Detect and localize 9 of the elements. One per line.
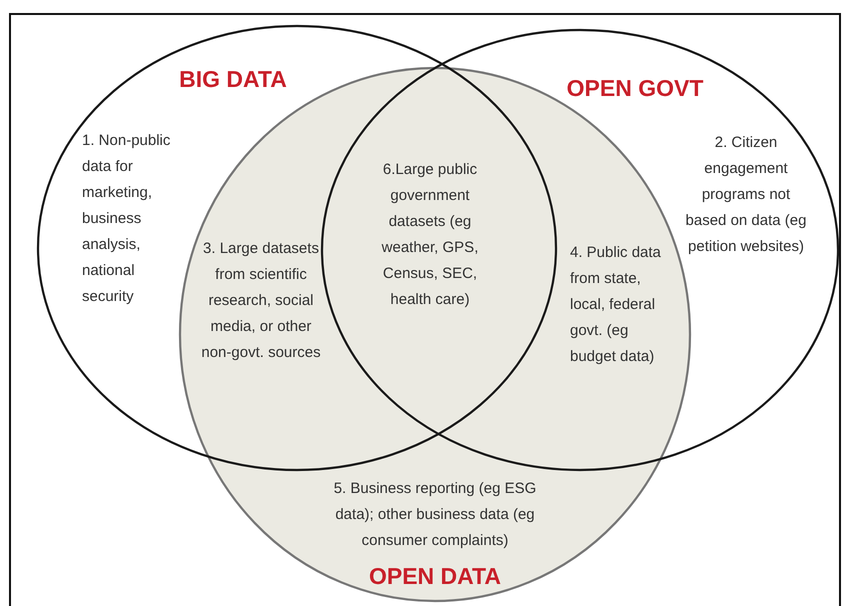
region-description: 6.Large public government datasets (eg weather, GPS, Census, SEC, health care) bbox=[380, 160, 480, 310]
set-heading: OPEN GOVT bbox=[566, 75, 704, 102]
set-heading: OPEN DATA bbox=[368, 563, 502, 590]
region-description: 2. Citizen engagement programs not based on data (eg petition websites) bbox=[684, 133, 808, 257]
region-description: 4. Public data from state, local, federal govt. (eg budget data) bbox=[570, 243, 662, 367]
region-description: 3. Large datasets from scientific research, social media, or other non-govt. sources bbox=[200, 239, 322, 363]
region-description: 5. Business reporting (eg ESG data); other business data (eg consumer complaints) bbox=[332, 479, 538, 551]
set-heading: BIG DATA bbox=[179, 66, 287, 93]
region-description: 1. Non-public data for marketing, business analysis, national security bbox=[82, 131, 172, 307]
